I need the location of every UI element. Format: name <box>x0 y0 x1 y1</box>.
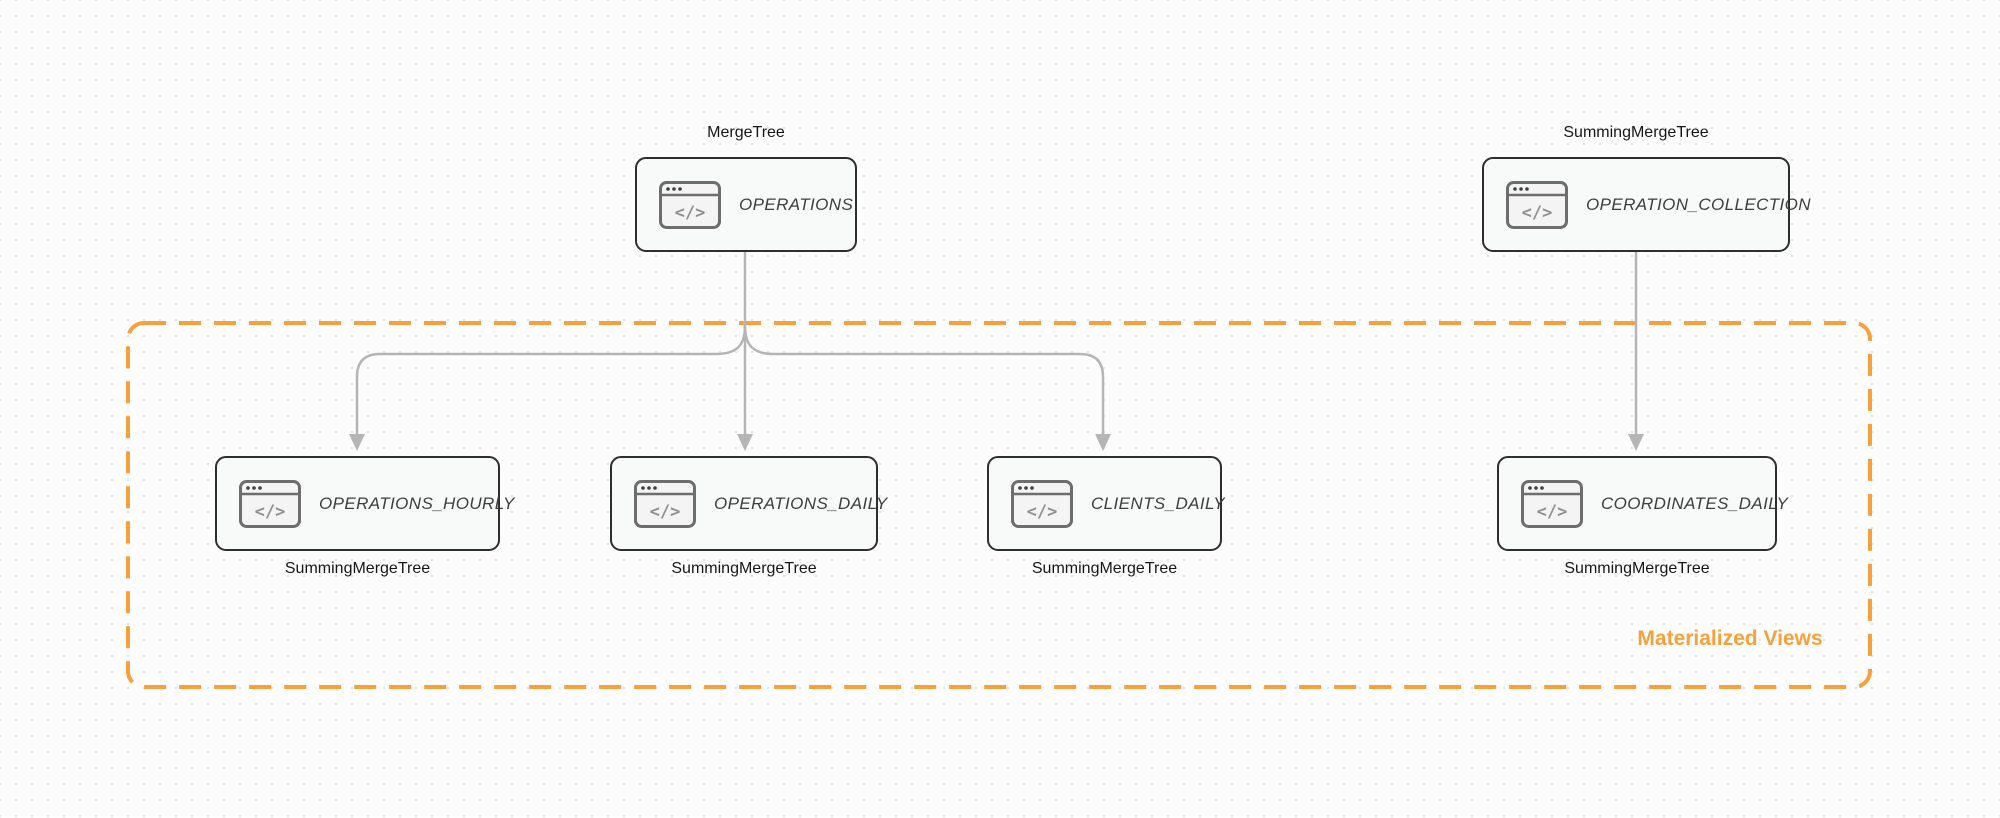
materialized-views-label: Materialized Views <box>1637 627 1823 650</box>
code-window-icon: </> <box>239 479 301 528</box>
engine-label: MergeTree <box>707 124 785 141</box>
table-card[interactable]: </> OPERATIONS_HOURLY <box>215 456 514 551</box>
edge-operations-to-clients <box>743 325 1105 437</box>
svg-text:</>: </> <box>650 502 681 522</box>
code-window-icon: </> <box>1011 479 1073 528</box>
table-name: CLIENTS_DAILY <box>1091 493 1226 513</box>
table-name: COORDINATES_DAILY <box>1601 493 1789 513</box>
node-operations-hourly[interactable]: SummingMergeTree </> OPERATIONS_HOURLY <box>215 456 514 577</box>
engine-label: SummingMergeTree <box>284 560 431 577</box>
node-clients-daily[interactable]: SummingMergeTree </> CLIENTS_DAILY <box>987 456 1226 577</box>
node-coordinates-daily[interactable]: SummingMergeTree </> COORDINATES_DAILY <box>1497 456 1788 577</box>
table-name: OPERATIONS_HOURLY <box>319 493 515 513</box>
arrowhead <box>1628 434 1644 451</box>
engine-label: SummingMergeTree <box>1564 560 1710 577</box>
table-card[interactable]: </> OPERATIONS_DAILY <box>610 456 887 551</box>
table-card[interactable]: </> OPERATIONS <box>635 157 857 252</box>
node-operation-collection[interactable]: SummingMergeTree </> OPERATION_COLLECTIO… <box>1482 124 1811 252</box>
table-name: OPERATION_COLLECTION <box>1586 194 1811 214</box>
arrowhead <box>1095 434 1111 451</box>
table-card[interactable]: </> CLIENTS_DAILY <box>987 456 1226 551</box>
code-window-icon: </> <box>1506 180 1568 229</box>
engine-label: SummingMergeTree <box>1031 560 1178 577</box>
table-card[interactable]: </> OPERATION_COLLECTION <box>1482 157 1811 252</box>
code-window-icon: </> <box>659 180 721 229</box>
node-operations[interactable]: MergeTree </> OPERATIONS <box>635 124 857 252</box>
svg-text:</>: </> <box>1537 502 1568 522</box>
arrowhead <box>737 434 753 451</box>
table-card[interactable]: </> COORDINATES_DAILY <box>1497 456 1788 551</box>
arrowhead <box>349 434 365 451</box>
svg-text:</>: </> <box>255 502 286 522</box>
engine-label: SummingMergeTree <box>1563 124 1709 141</box>
svg-text:</>: </> <box>1522 203 1553 223</box>
engine-label: SummingMergeTree <box>671 560 817 577</box>
code-window-icon: </> <box>1521 479 1583 528</box>
table-name: OPERATIONS <box>739 194 854 214</box>
edge-operations-to-hourly <box>355 325 747 437</box>
svg-text:</>: </> <box>675 203 706 223</box>
table-name: OPERATIONS_DAILY <box>714 493 888 513</box>
svg-text:</>: </> <box>1027 502 1058 522</box>
node-operations-daily[interactable]: SummingMergeTree </> OPERATIONS_DAILY <box>610 456 887 577</box>
code-window-icon: </> <box>634 479 696 528</box>
